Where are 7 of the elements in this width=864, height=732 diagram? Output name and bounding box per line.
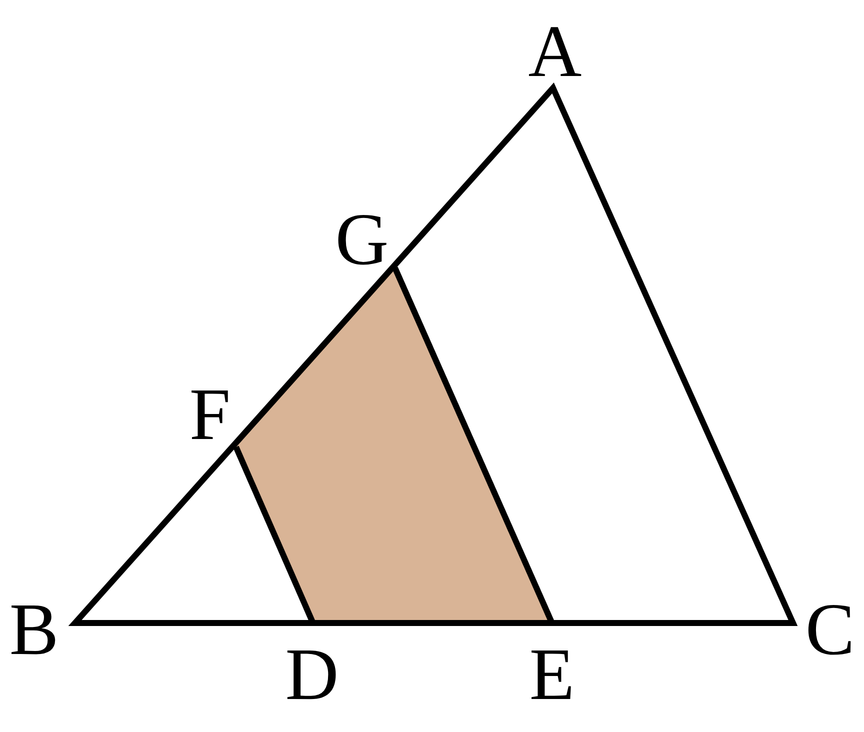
- point-label: A: [528, 15, 582, 89]
- point-label: B: [9, 593, 59, 667]
- point-label: E: [529, 638, 575, 712]
- point-label: G: [335, 203, 389, 277]
- point-label: F: [189, 378, 231, 452]
- point-label: C: [805, 593, 855, 667]
- point-label: D: [285, 638, 339, 712]
